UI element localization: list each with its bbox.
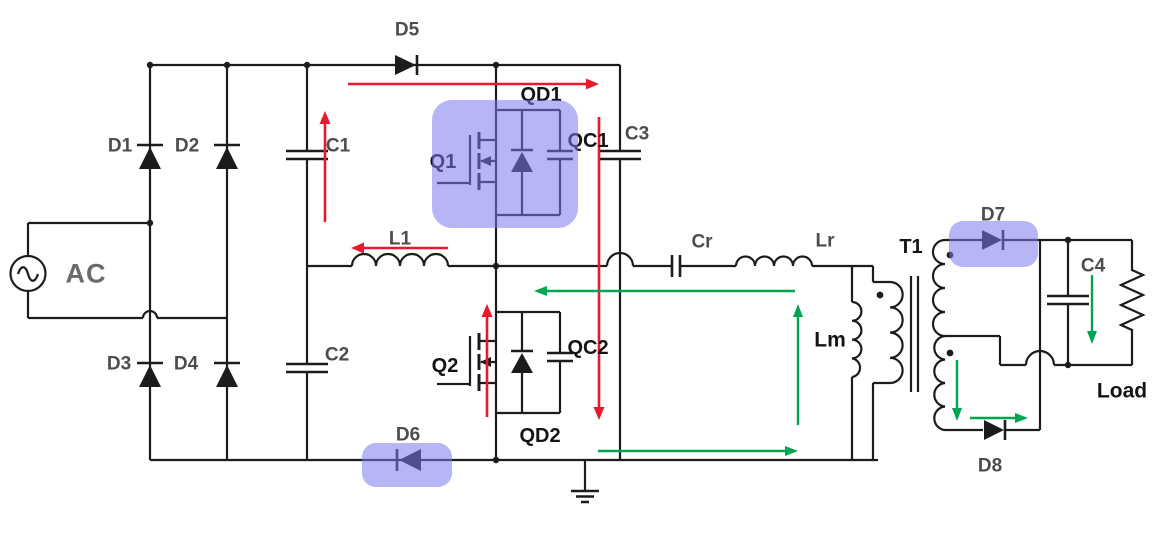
label-ac: AC: [65, 258, 107, 289]
label-load: Load: [1096, 379, 1148, 403]
label-c4: C4: [1080, 255, 1106, 277]
label-d1: D1: [107, 135, 133, 157]
capacitor-cr: [670, 255, 682, 277]
inductor-l1: [350, 252, 450, 267]
inductor-lr: [734, 255, 814, 267]
bridge-rectifier-legs: [148, 65, 229, 460]
diode-d3: [137, 361, 163, 387]
junction-dots: [146, 61, 1072, 464]
diode-d1: [137, 143, 163, 169]
ground-symbol: [571, 460, 599, 504]
label-c1: C1: [325, 135, 351, 157]
label-qc1: QC1: [567, 130, 609, 152]
transformer-t1: [871, 238, 946, 460]
label-d6: D6: [395, 424, 421, 446]
mosfet-q1: [437, 108, 573, 217]
label-l1: L1: [388, 228, 412, 250]
capacitor-c1: [286, 149, 328, 161]
label-d3: D3: [106, 353, 132, 375]
capacitor-c2: [286, 362, 328, 374]
diode-d4: [214, 361, 240, 387]
label-lr: Lr: [815, 230, 835, 252]
diode-d2: [214, 143, 240, 169]
ac-source: [9, 221, 227, 320]
label-d7: D7: [980, 204, 1006, 226]
diode-d8: [984, 420, 1007, 440]
label-lm: Lm: [814, 328, 846, 352]
diode-d5: [395, 55, 419, 75]
inductor-lm: [850, 266, 863, 460]
capacitor-c4: [1047, 240, 1089, 365]
label-d8: D8: [977, 455, 1003, 477]
label-qd1: QD1: [520, 84, 562, 106]
diode-d6: [395, 449, 421, 471]
label-q2: Q2: [431, 355, 459, 377]
label-qd2: QD2: [519, 425, 561, 447]
load-resistor: [1118, 240, 1146, 365]
diode-d7: [982, 230, 1005, 250]
label-d4: D4: [173, 353, 199, 375]
label-q1: Q1: [429, 151, 457, 173]
red-current-arrows: [319, 78, 605, 420]
switch-node-rail: [307, 251, 890, 284]
label-d2: D2: [174, 135, 200, 157]
label-d5: D5: [394, 19, 420, 41]
capacitor-c3: [599, 65, 641, 460]
label-qc2: QC2: [567, 337, 609, 359]
label-cr: Cr: [691, 231, 713, 253]
green-current-arrows: [534, 275, 1097, 456]
label-c2: C2: [324, 344, 350, 366]
label-c3: C3: [624, 123, 650, 145]
label-t1: T1: [899, 236, 923, 258]
